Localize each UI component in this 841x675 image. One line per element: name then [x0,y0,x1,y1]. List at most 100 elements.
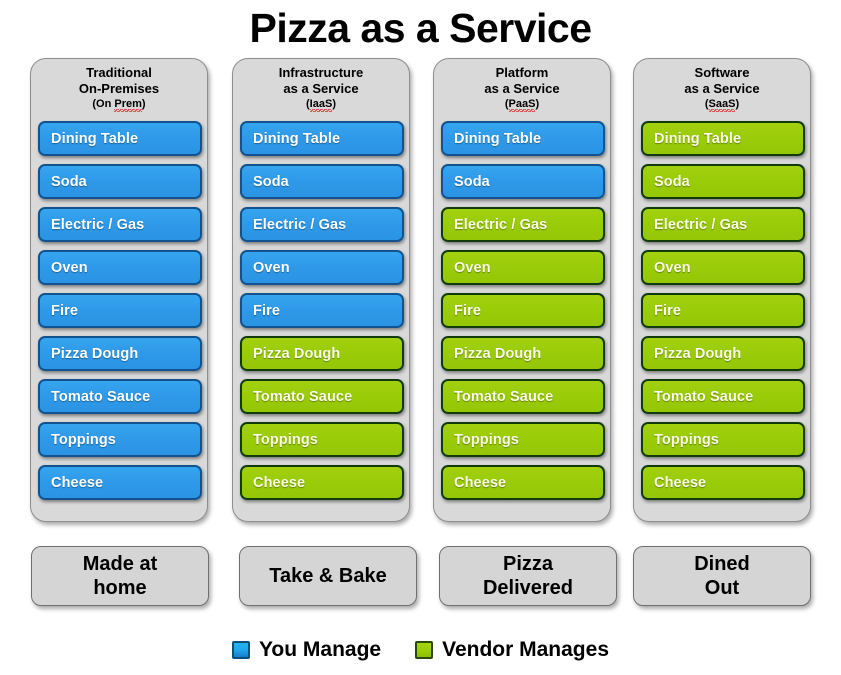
stack-item-label: Toppings [454,431,519,448]
stack-item-label: Tomato Sauce [654,388,754,405]
spellcheck-underlined-text: Prem [114,98,142,112]
abbr-open-paren: (On [92,98,115,110]
stack-item[interactable]: Tomato Sauce [441,379,605,414]
column-header-line1: Software [694,65,750,80]
stack-item[interactable]: Oven [441,250,605,285]
stack-item[interactable]: Dining Table [38,121,202,156]
column-header-line2: as a Service [283,81,359,96]
stack-item[interactable]: Pizza Dough [441,336,605,371]
stack-item[interactable]: Soda [441,164,605,199]
legend-swatch-icon [415,641,434,659]
stack-item[interactable]: Oven [240,250,404,285]
stack-item[interactable]: Fire [38,293,202,328]
stack-item[interactable]: Tomato Sauce [38,379,202,414]
stack-item[interactable]: Soda [240,164,404,199]
stack-item-label: Electric / Gas [253,216,347,233]
abbr-close-paren: ) [535,98,540,110]
stack-item[interactable]: Cheese [240,465,404,500]
legend-swatch-icon [231,641,250,659]
stack-item-label: Cheese [51,474,104,491]
stack-item[interactable]: Cheese [641,465,805,500]
stack-item[interactable]: Dining Table [641,121,805,156]
stack-item-label: Pizza Dough [51,345,139,362]
stack-item-label: Tomato Sauce [253,388,353,405]
legend-label: You Manage [258,638,382,661]
stack-item-label: Electric / Gas [454,216,548,233]
stack-item-label: Pizza Dough [253,345,341,362]
stack-item-label: Dining Table [654,130,742,147]
caption-line1: Dined [694,553,750,575]
stack-item-label: Electric / Gas [654,216,748,233]
stack-item[interactable]: Electric / Gas [240,207,404,242]
stack-item[interactable]: Pizza Dough [240,336,404,371]
stack-item-label: Soda [253,173,289,190]
stack-item-label: Fire [654,302,681,319]
column-header-line1: Traditional [86,65,152,80]
spellcheck-underlined-text: IaaS [309,98,333,112]
stack-item-label: Electric / Gas [51,216,145,233]
stack-item[interactable]: Electric / Gas [441,207,605,242]
stack-item-label: Pizza Dough [654,345,742,362]
column-header-line2: as a Service [484,81,560,96]
stack-item-label: Fire [253,302,280,319]
stack-item[interactable]: Fire [441,293,605,328]
stack-item-label: Toppings [253,431,318,448]
stack-item[interactable]: Pizza Dough [38,336,202,371]
stack-item[interactable]: Toppings [240,422,404,457]
column-abbreviation: (IaaS) [233,97,409,112]
stack-item[interactable]: Cheese [441,465,605,500]
legend-label: Vendor Manages [442,638,609,661]
stack-item-label: Cheese [654,474,707,491]
column-abbreviation: (PaaS) [434,97,610,112]
stack-item[interactable]: Tomato Sauce [641,379,805,414]
stack-item-label: Tomato Sauce [454,388,554,405]
caption-iaas: Take & Bake [239,546,417,606]
stack-item[interactable]: Tomato Sauce [240,379,404,414]
stack-item-label: Oven [654,259,691,276]
stack-item[interactable]: Oven [641,250,805,285]
stack-item[interactable]: Fire [240,293,404,328]
stack-item[interactable]: Soda [38,164,202,199]
page-title: Pizza as a Service [249,5,592,51]
abbr-open-paren: ( [704,98,709,110]
stack-item[interactable]: Electric / Gas [38,207,202,242]
stack-item[interactable]: Electric / Gas [641,207,805,242]
stack-item[interactable]: Oven [38,250,202,285]
stack-item-label: Cheese [253,474,306,491]
stack-item[interactable]: Toppings [38,422,202,457]
stack-item[interactable]: Fire [641,293,805,328]
stack-item-label: Soda [654,173,690,190]
column-header-line2: On-Premises [78,81,160,96]
stack-item[interactable]: Soda [641,164,805,199]
stack-item[interactable]: Dining Table [240,121,404,156]
spellcheck-underlined-text: SaaS [708,98,736,112]
abbr-close-paren: ) [332,98,336,110]
column-header-line1: Platform [495,65,549,80]
stack-item[interactable]: Dining Table [441,121,605,156]
stack-item[interactable]: Cheese [38,465,202,500]
stack-item[interactable]: Toppings [441,422,605,457]
caption-line2: Delivered [482,577,574,599]
stack-item[interactable]: Pizza Dough [641,336,805,371]
column-abbreviation: (SaaS) [634,97,810,112]
stack-item-label: Oven [454,259,491,276]
legend-entry: You Manage [231,638,382,662]
stack-item-label: Soda [454,173,490,190]
caption-line2: Out [704,577,740,599]
stack-item[interactable]: Toppings [641,422,805,457]
caption-line1: Pizza [502,553,554,575]
